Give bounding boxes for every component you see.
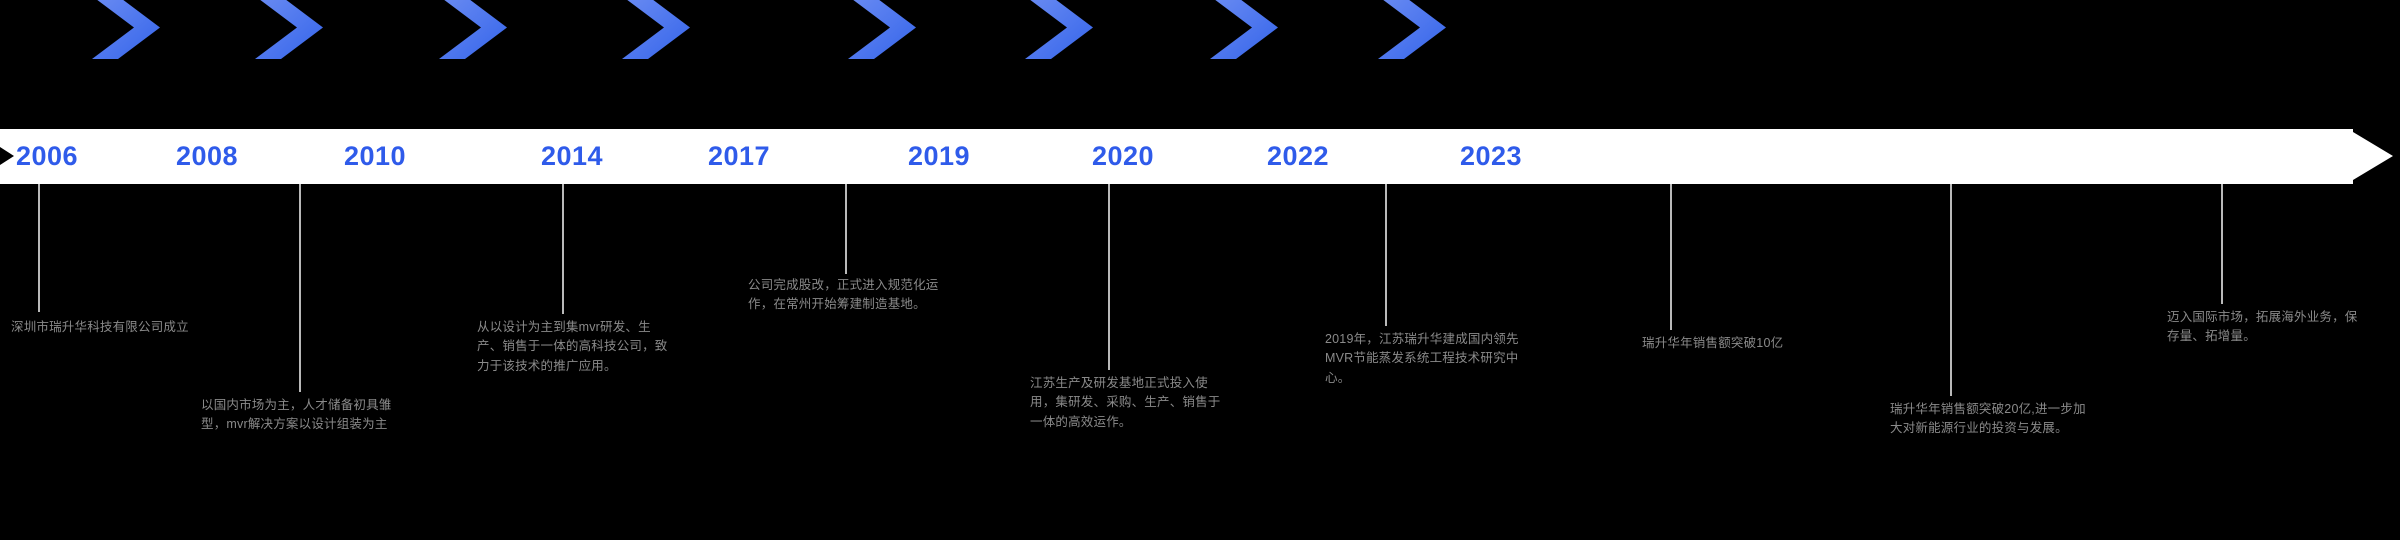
year-label-2014[interactable]: 2014 [541,141,604,171]
milestone-caption-2019: 2019年，江苏瑞升华建成国内领先MVR节能蒸发系统工程技术研究中心。 [1325,332,1519,385]
connector-stem-2019 [1385,184,1387,326]
chevron-separator-7 [1208,0,1280,60]
connector-stem-2014 [845,184,847,274]
chevron-separator-5 [846,0,918,60]
milestone-caption-2022: 瑞升华年销售额突破20亿,进一步加大对新能源行业的投资与发展。 [1890,402,2086,436]
timeline-band [0,129,2400,184]
year-label-2023[interactable]: 2023 [1460,141,1523,171]
connector-stem-2017 [1108,184,1110,370]
chevron-separator-4 [620,0,692,60]
timeline-band-background [0,129,2353,184]
chevron-separator-3 [437,0,509,60]
chevron-separator-6 [1023,0,1095,60]
year-label-2008[interactable]: 2008 [176,141,239,171]
milestone-caption-2020: 瑞升华年销售额突破10亿 [1642,336,1784,350]
milestone-caption-2023: 迈入国际市场，拓展海外业务，保存量、拓增量。 [2167,310,2358,344]
connector-stem-2020 [1670,184,1672,330]
connector-stem-2010 [562,184,564,314]
year-label-2010[interactable]: 2010 [344,141,407,171]
arrow-tip-icon [2348,129,2393,183]
milestone-caption-2010: 从以设计为主到集mvr研发、生产、销售于一体的高科技公司，致力于该技术的推广应用… [477,320,668,373]
chevron-separator-1 [90,0,162,60]
milestone-caption-2008: 以国内市场为主，人才储备初具雏型，mvr解决方案以设计组装为主 [201,398,392,432]
year-label-2017[interactable]: 2017 [708,141,771,171]
chevron-separator-8 [1376,0,1448,60]
milestone-caption-2006: 深圳市瑞升华科技有限公司成立 [11,320,189,334]
connector-stem-2022 [1950,184,1952,396]
year-label-2019[interactable]: 2019 [908,141,971,171]
connector-stem-2006 [38,184,40,312]
year-label-2006[interactable]: 2006 [16,141,79,171]
chevron-separator-2 [253,0,325,60]
year-label-2020[interactable]: 2020 [1092,141,1155,171]
play-arrow-icon [0,147,14,165]
connector-stem-2023 [2221,184,2223,304]
year-label-2022[interactable]: 2022 [1267,141,1330,171]
connector-stem-2008 [299,184,301,392]
milestone-caption-2014: 公司完成股改，正式进入规范化运作，在常州开始筹建制造基地。 [748,278,939,312]
milestone-caption-2017: 江苏生产及研发基地正式投入使用，集研发、采购、生产、销售于一体的高效运作。 [1030,376,1221,429]
